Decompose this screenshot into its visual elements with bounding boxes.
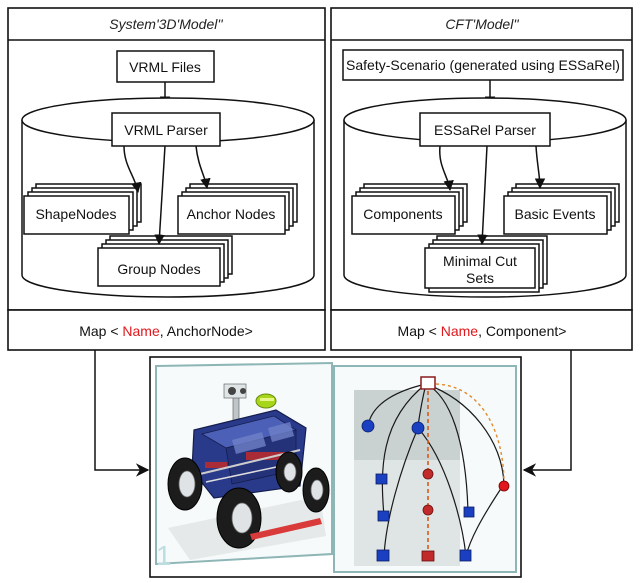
left-panel: System'3D'Model'' VRML Files VRML Parser… <box>7 7 326 351</box>
anchor-nodes-label: Anchor Nodes <box>187 206 276 222</box>
basic-events-label: Basic Events <box>515 206 596 222</box>
vrml-parser-box: VRML Parser <box>124 122 208 138</box>
basic-events-stack: Basic Events <box>503 183 620 235</box>
minimal-cut-sets-label-line1: Minimal Cut <box>443 253 517 269</box>
minimal-cut-sets-stack: Minimal Cut Sets <box>424 235 548 293</box>
left-map-name: Name <box>122 323 160 339</box>
left-panel-title: System'3D'Model'' <box>109 16 224 32</box>
group-nodes-label: Group Nodes <box>117 261 200 277</box>
page-number-label: 1 <box>156 540 172 571</box>
essarel-parser-box: ESSaRel Parser <box>434 122 536 138</box>
minimal-cut-sets-label-line2: Sets <box>466 270 494 286</box>
cft-graph-image <box>333 365 517 573</box>
bottom-image-frame: 1 <box>149 356 522 578</box>
rover-3d-model-image: 1 <box>155 361 333 571</box>
right-panel: CFT'Model'' Safety-Scenario (generated u… <box>330 7 633 351</box>
anchor-nodes-stack: Anchor Nodes <box>177 183 298 235</box>
safety-scenario-box: Safety-Scenario (generated using ESSaRel… <box>346 57 620 73</box>
shape-nodes-label: ShapeNodes <box>36 206 117 222</box>
shape-nodes-stack: ShapeNodes <box>23 183 142 235</box>
group-nodes-stack: Group Nodes <box>97 235 233 287</box>
right-map-label: Map < Name, Component> <box>398 323 567 339</box>
right-panel-title: CFT'Model'' <box>445 16 520 32</box>
vrml-files-box: VRML Files <box>129 59 201 75</box>
map-connectors <box>94 350 572 477</box>
right-map-name: Name <box>441 323 479 339</box>
left-map-label: Map < Name, AnchorNode> <box>79 323 253 339</box>
components-label: Components <box>363 206 442 222</box>
components-stack: Components <box>351 183 468 235</box>
